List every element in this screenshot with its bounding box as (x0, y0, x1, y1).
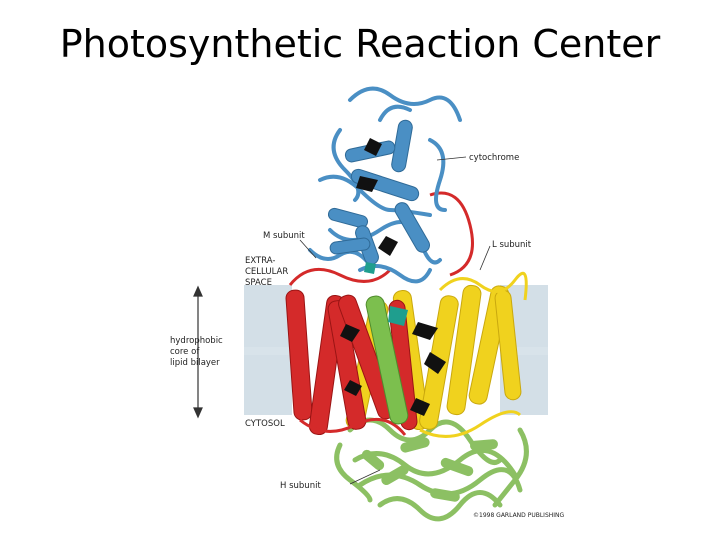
h-subunit-leader (349, 469, 381, 485)
extracellular-label-line-3: SPACE (245, 278, 272, 288)
m-subunit-leader (299, 239, 317, 259)
l-subunit-leader (479, 245, 491, 271)
cytochrome-label: cytochrome (469, 153, 519, 163)
m-subunit-loops (288, 191, 474, 436)
hydrophobic-label-line-3: lipid bilayer (170, 358, 220, 368)
page-title: Photosynthetic Reaction Center (59, 22, 661, 66)
l-subunit-label: L subunit (492, 240, 532, 250)
teal-cofactors (364, 262, 408, 326)
bilayer-arrow (193, 285, 203, 419)
h-subunit (334, 417, 529, 522)
central-helix (365, 295, 409, 425)
cofactors (340, 138, 446, 416)
m-subunit (285, 289, 418, 436)
extracellular-label-line-2: CELLULAR (245, 267, 288, 277)
cytochrome-leader (436, 156, 467, 161)
cytochrome-helices (327, 119, 430, 265)
extracellular-label-line-1: EXTRA- (245, 256, 276, 266)
l-subunit-loops (419, 271, 528, 438)
hydrophobic-label-line-1: hydrophobic (170, 336, 223, 346)
cytosol-label: CYTOSOL (245, 419, 285, 429)
membrane-band-mid-left-bot (244, 355, 292, 415)
copyright-label: ©1998 GARLAND PUBLISHING (473, 512, 565, 519)
hydrophobic-label-line-2: core of (170, 347, 200, 357)
h-subunit-label: H subunit (280, 481, 321, 491)
m-subunit-label: M subunit (263, 231, 305, 241)
membrane-band-mid-left-top (244, 285, 292, 347)
